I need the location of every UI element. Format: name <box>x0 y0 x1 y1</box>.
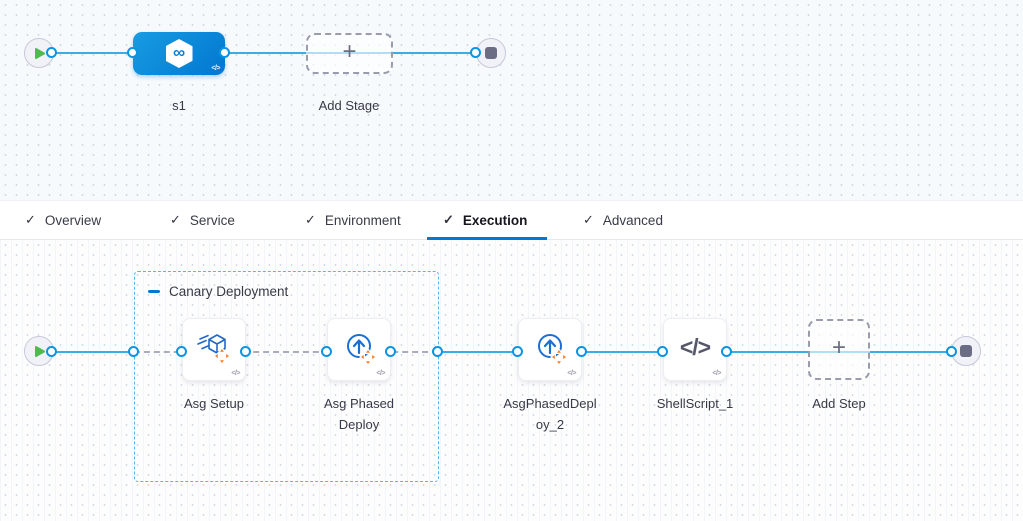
collapse-group-icon[interactable] <box>148 290 160 293</box>
code-icon: </> <box>567 370 576 377</box>
start-node <box>24 336 54 366</box>
execution-connector-line <box>50 351 134 353</box>
port <box>219 47 230 58</box>
port <box>321 346 332 357</box>
play-icon <box>35 345 45 357</box>
move-icon <box>358 347 378 366</box>
port <box>176 346 187 357</box>
stage-graph-canvas: ∞ </> + s1 Add Stage <box>0 0 1023 200</box>
check-icon: ✓ <box>443 212 454 227</box>
step-node-asgphaseddeploy-2[interactable]: </> <box>518 318 582 381</box>
tab-service[interactable]: ✓ Service <box>170 201 235 239</box>
move-icon <box>549 347 569 366</box>
move-icon <box>212 346 232 365</box>
active-tab-underline <box>427 237 547 240</box>
group-header: Canary Deployment <box>148 284 288 299</box>
port <box>512 346 523 357</box>
shell-script-code-icon: </> <box>679 334 711 360</box>
port <box>240 346 251 357</box>
port <box>385 346 396 357</box>
step-label: Asg Setup <box>184 396 244 411</box>
add-stage-label: Add Stage <box>318 98 380 113</box>
port <box>432 346 443 357</box>
code-icon: </> <box>211 65 220 72</box>
stop-icon <box>485 47 497 59</box>
tab-label: Execution <box>462 212 528 228</box>
cd-stage-icon: ∞ <box>165 39 193 68</box>
canary-deployment-group: Canary Deployment <box>134 271 439 482</box>
asg-setup-cube-icon <box>197 333 232 365</box>
step-node-asg-phased-deploy[interactable]: </> <box>327 318 391 381</box>
asg-phased-deploy-circle-arrow-icon <box>347 333 378 366</box>
step-label: AsgPhasedDeploy_2 <box>503 396 597 433</box>
step-node-shellscript-1[interactable]: </> </> <box>663 318 727 381</box>
add-step-button[interactable]: + <box>808 319 870 380</box>
execution-connector-dashed-line <box>134 351 438 353</box>
execution-graph-canvas: Canary Deployment </> <box>0 240 1023 521</box>
tab-label: Advanced <box>602 212 663 228</box>
step-label: ShellScript_1 <box>656 396 734 411</box>
tab-execution[interactable]: ✓ Execution <box>443 201 527 239</box>
plus-icon: + <box>831 334 846 361</box>
stage-node-s1[interactable]: ∞ </> <box>133 32 225 75</box>
tab-label: Environment <box>324 212 401 228</box>
tab-advanced[interactable]: ✓ Advanced <box>583 201 663 239</box>
code-icon: </> <box>712 370 721 377</box>
add-step-label: Add Step <box>812 396 866 411</box>
code-icon: </> <box>376 370 385 377</box>
port <box>470 47 481 58</box>
code-icon: </> <box>231 370 240 377</box>
check-icon: ✓ <box>583 212 594 227</box>
step-label: Asg Phased Deploy <box>323 396 395 433</box>
stage-connector-line <box>50 52 474 54</box>
tab-label: Overview <box>44 212 102 228</box>
port <box>657 346 668 357</box>
stage-config-tabbar: ✓ Overview ✓ Service ✓ Environment ✓ Exe… <box>0 200 1023 240</box>
port <box>46 346 57 357</box>
port <box>46 47 57 58</box>
group-label: Canary Deployment <box>169 284 289 299</box>
check-icon: ✓ <box>305 212 316 227</box>
tab-overview[interactable]: ✓ Overview <box>25 201 101 239</box>
port <box>721 346 732 357</box>
asg-phased-deploy-circle-arrow-icon <box>538 333 569 366</box>
stage-label: s1 <box>172 98 186 113</box>
tab-environment[interactable]: ✓ Environment <box>305 201 401 239</box>
end-node <box>476 38 506 68</box>
step-node-asg-setup[interactable]: </> <box>182 318 246 381</box>
port <box>127 47 138 58</box>
stop-icon <box>960 345 972 357</box>
check-icon: ✓ <box>25 212 36 227</box>
play-icon <box>35 47 45 59</box>
plus-icon: + <box>342 38 357 65</box>
port <box>128 346 139 357</box>
tab-label: Service <box>189 212 235 228</box>
port <box>576 346 587 357</box>
port <box>946 346 957 357</box>
check-icon: ✓ <box>170 212 181 227</box>
add-stage-button[interactable]: + <box>306 33 393 74</box>
